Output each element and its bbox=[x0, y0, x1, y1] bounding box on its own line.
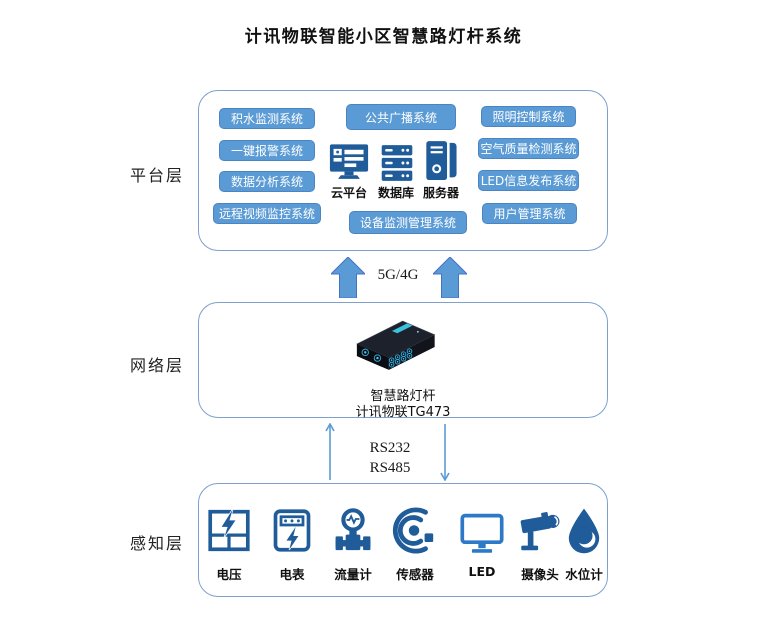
led-screen-icon bbox=[460, 502, 504, 554]
flow-meter-icon bbox=[331, 502, 375, 554]
button-device-management[interactable]: 设备监测管理系统 bbox=[349, 211, 467, 234]
thin-up-arrow-icon bbox=[325, 422, 335, 485]
perception-layer-box: 电压 电表 bbox=[198, 483, 608, 597]
button-data-analysis[interactable]: 数据分析系统 bbox=[219, 171, 315, 192]
server-icon bbox=[422, 140, 460, 186]
network-layer-box: 智慧路灯杆 计讯物联TG473 bbox=[198, 302, 608, 420]
sensor-icon bbox=[392, 502, 438, 554]
cloud-platform-label: 云平台 bbox=[330, 186, 367, 200]
camera-icon bbox=[517, 502, 563, 554]
button-remote-video[interactable]: 远程视频监控系统 bbox=[213, 203, 321, 224]
database-icon bbox=[380, 144, 414, 186]
page-title: 计讯物联智能小区智慧路灯杆系统 bbox=[244, 27, 523, 47]
voltage-icon bbox=[207, 502, 251, 554]
gateway-device-image bbox=[349, 315, 441, 380]
link-5g-4g-label: 5G/4G bbox=[377, 267, 419, 283]
water-level-icon bbox=[565, 502, 603, 554]
button-water-monitoring[interactable]: 积水监测系统 bbox=[219, 108, 315, 129]
sense-item-flow-meter: 流量计 bbox=[321, 502, 385, 583]
up-block-arrow-icon bbox=[432, 256, 468, 302]
button-public-broadcast[interactable]: 公共广播系统 bbox=[346, 104, 456, 130]
sense-item-sensor: 传感器 bbox=[383, 502, 447, 583]
sense-item-water-level: 水位计 bbox=[552, 502, 616, 583]
thin-down-arrow-icon bbox=[440, 423, 450, 485]
layer-label-platform: 平台层 bbox=[130, 166, 185, 185]
electric-meter-icon bbox=[270, 502, 314, 554]
sense-item-electric-meter: 电表 bbox=[260, 502, 324, 583]
platform-layer-box: 积水监测系统 一键报警系统 数据分析系统 远程视频监控系统 公共广播系统 设备监… bbox=[198, 90, 608, 251]
button-air-quality[interactable]: 空气质量检测系统 bbox=[478, 138, 579, 159]
button-led-info[interactable]: LED信息发布系统 bbox=[478, 170, 579, 191]
cloud-platform-icon bbox=[329, 142, 369, 187]
layer-label-perception: 感知层 bbox=[130, 534, 185, 553]
link-rs485-label: RS485 bbox=[369, 460, 411, 476]
button-one-key-alarm[interactable]: 一键报警系统 bbox=[219, 140, 315, 161]
link-rs232-label: RS232 bbox=[369, 440, 411, 456]
button-lighting-control[interactable]: 照明控制系统 bbox=[481, 106, 576, 127]
device-model: 计讯物联TG473 bbox=[355, 405, 451, 420]
server-label: 服务器 bbox=[422, 186, 459, 200]
button-user-management[interactable]: 用户管理系统 bbox=[482, 203, 577, 224]
sense-item-voltage: 电压 bbox=[197, 502, 261, 583]
up-block-arrow-icon bbox=[330, 256, 366, 302]
sense-item-camera: 摄像头 bbox=[508, 502, 572, 583]
sense-item-led: LED bbox=[450, 502, 514, 579]
database-label: 数据库 bbox=[377, 186, 414, 200]
device-name: 智慧路灯杆 bbox=[370, 389, 436, 404]
layer-label-network: 网络层 bbox=[130, 356, 185, 375]
